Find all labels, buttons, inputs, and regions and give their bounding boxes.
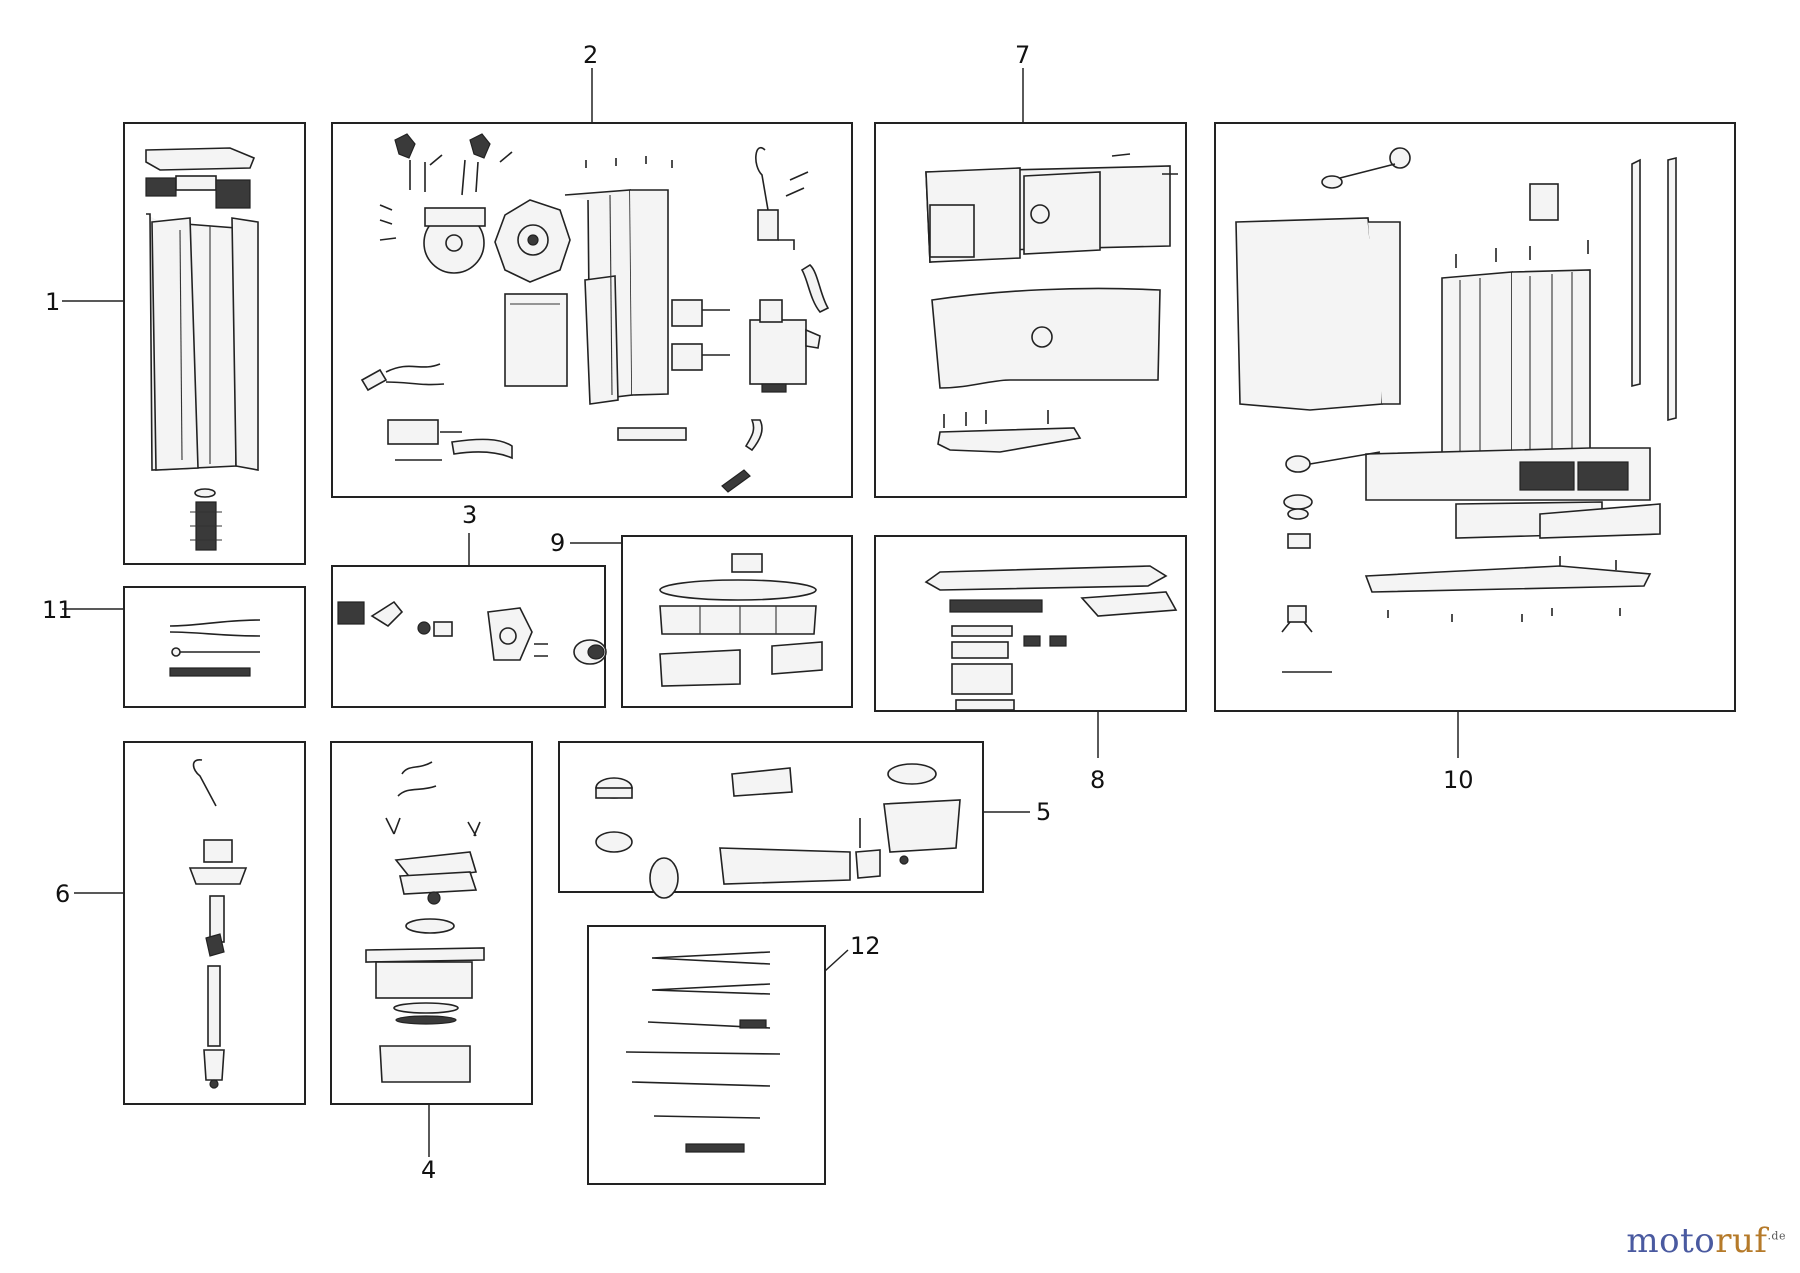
- leader-lines: [62, 68, 1459, 1157]
- watermark-part1: moto: [1626, 1221, 1716, 1261]
- group-box-9[interactable]: [621, 535, 853, 708]
- group-box-10[interactable]: [1214, 122, 1736, 712]
- group-10-parts: [1235, 147, 1677, 673]
- group-5-parts: [595, 763, 961, 899]
- group-box-12[interactable]: [587, 925, 826, 1185]
- group-8-parts: [924, 565, 1178, 711]
- group-box-1[interactable]: [123, 122, 306, 565]
- group-11-parts: [169, 619, 261, 677]
- group-4-parts: [365, 761, 485, 1083]
- group-label-5: 5: [1036, 798, 1051, 826]
- group-label-10: 10: [1443, 766, 1474, 794]
- group-9-parts: [659, 553, 823, 687]
- group-box-7[interactable]: [874, 122, 1187, 498]
- group-label-6: 6: [55, 880, 70, 908]
- group-box-4[interactable]: [330, 741, 533, 1105]
- group-label-3: 3: [462, 501, 477, 529]
- group-box-11[interactable]: [123, 586, 306, 708]
- group-label-4: 4: [421, 1156, 436, 1184]
- group-label-8: 8: [1090, 766, 1105, 794]
- group-label-9: 9: [550, 529, 565, 557]
- group-2-parts: [360, 133, 830, 493]
- group-box-8[interactable]: [874, 535, 1187, 712]
- watermark-suffix: .de: [1767, 1229, 1786, 1243]
- group-label-1: 1: [45, 288, 60, 316]
- group-box-6[interactable]: [123, 741, 306, 1105]
- group-7-parts: [925, 153, 1178, 453]
- group-12-parts: [625, 951, 781, 1153]
- group-6-parts: [188, 759, 248, 1089]
- group-box-5[interactable]: [558, 741, 984, 893]
- group-label-11: 11: [42, 596, 73, 624]
- group-3-parts: [337, 600, 607, 665]
- group-label-12: 12: [850, 932, 881, 960]
- group-label-7: 7: [1015, 41, 1030, 69]
- motoruf-watermark[interactable]: motoruf.de: [1626, 1221, 1786, 1261]
- group-box-3[interactable]: [331, 565, 606, 708]
- watermark-part2: ruf: [1715, 1221, 1768, 1261]
- group-label-2: 2: [583, 41, 598, 69]
- group-1-parts: [145, 147, 259, 551]
